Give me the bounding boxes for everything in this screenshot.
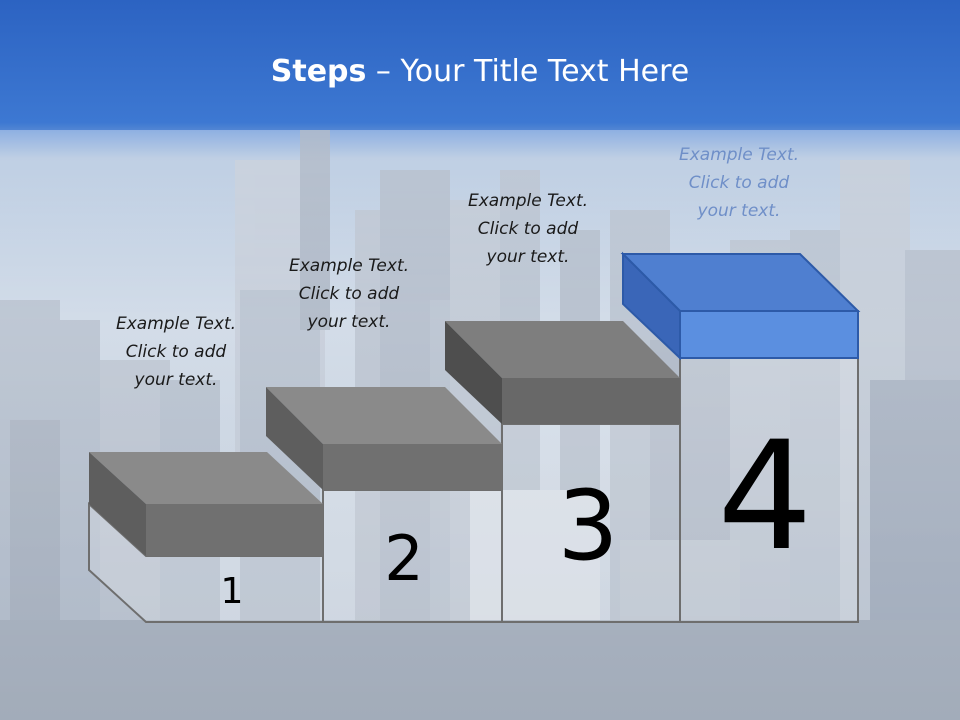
step-3-block[interactable] [445,321,680,424]
caption-line: Click to add [688,173,790,193]
caption-line: Example Text. [467,191,589,211]
step-1-number: 1 [220,571,244,612]
slide-title[interactable]: Steps – Your Title Text Here [0,54,960,89]
caption-line: Click to add [298,284,400,304]
step-2-caption[interactable]: Example Text. Click to add your text. [259,252,439,336]
caption-line: Example Text. [288,256,410,276]
step-2-number: 2 [384,522,424,595]
step-4-caption[interactable]: Example Text. Click to add your text. [649,141,829,225]
step-1-block[interactable] [89,452,323,556]
caption-line: Example Text. [678,145,800,165]
title-bold: Steps [270,54,367,89]
caption-line: Click to add [125,342,227,362]
caption-line: your text. [307,312,391,332]
caption-line: your text. [486,247,570,267]
caption-line: Click to add [477,219,579,239]
caption-line: Example Text. [115,314,237,334]
step-2-block[interactable] [266,387,502,490]
step-3-number: 3 [557,470,619,582]
step-3-caption[interactable]: Example Text. Click to add your text. [438,187,618,271]
step-4-block[interactable] [620,251,861,361]
step-1-caption[interactable]: Example Text. Click to add your text. [86,310,266,394]
caption-line: your text. [697,201,781,221]
caption-line: your text. [134,370,218,390]
step-columns [88,357,859,623]
step-4-number: 4 [717,410,813,584]
title-rest: – Your Title Text Here [366,54,690,89]
